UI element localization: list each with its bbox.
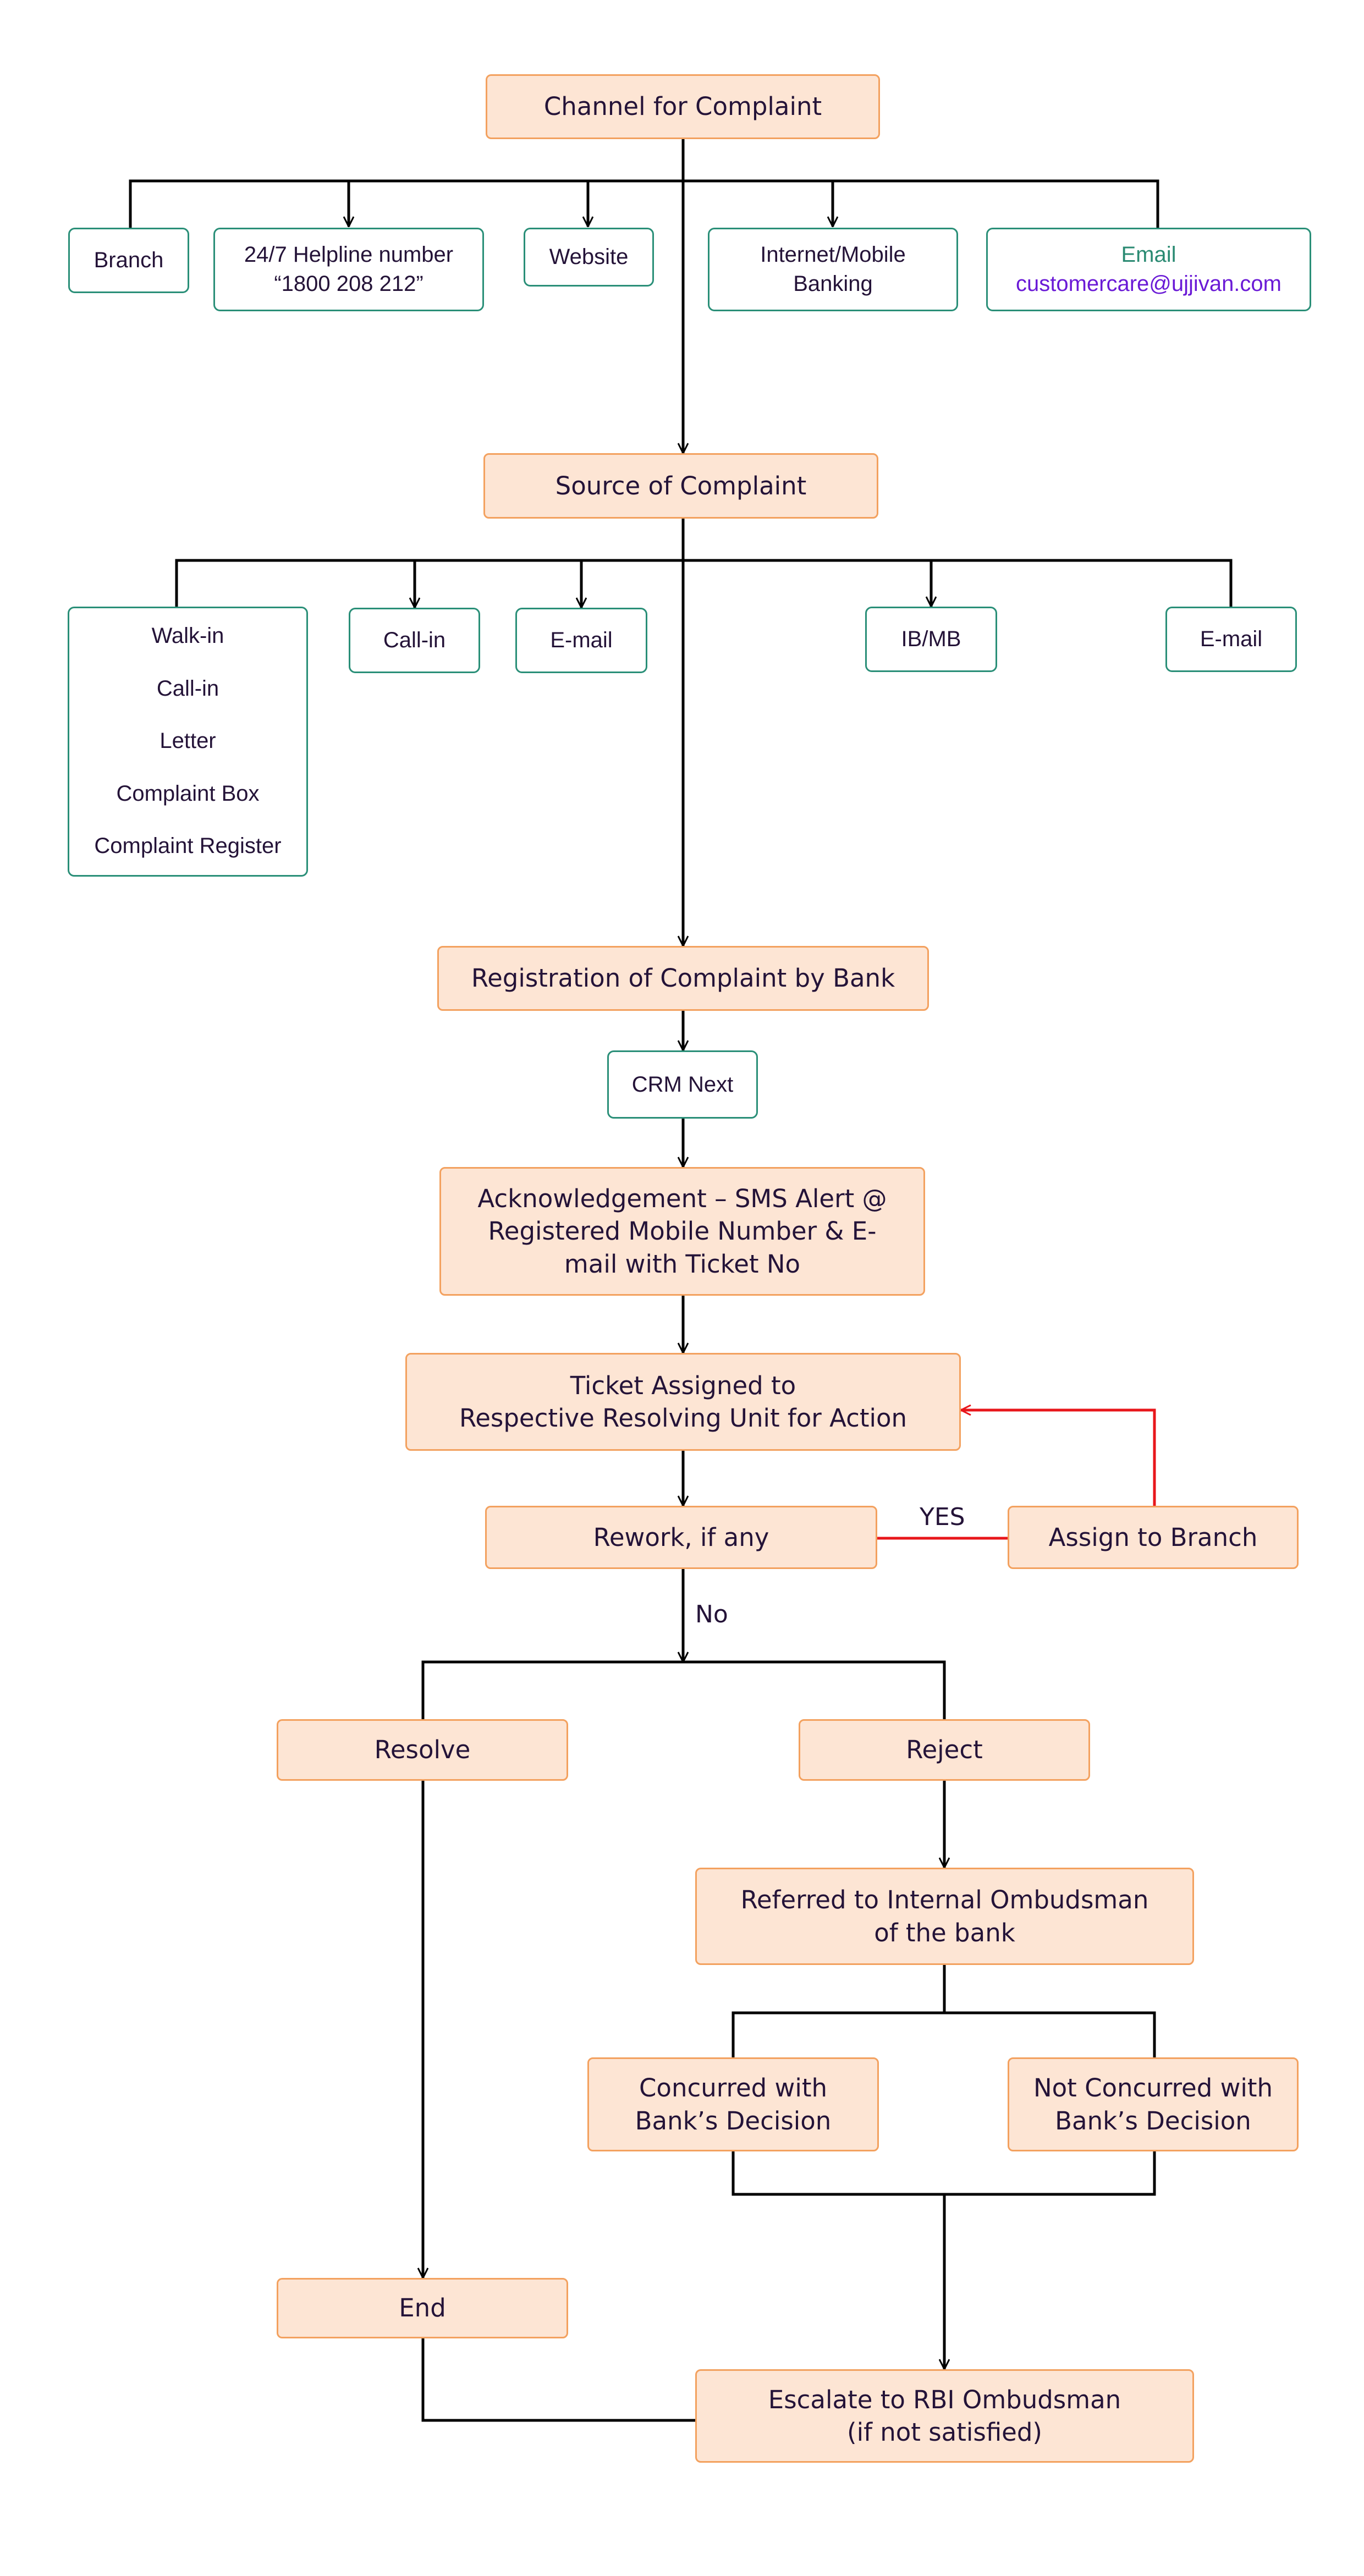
acknowledgement-line-1: Acknowledgement – SMS Alert @: [477, 1184, 887, 1213]
assign-to-branch-box: Assign to Branch: [1008, 1506, 1299, 1569]
end-label: End: [399, 2293, 446, 2323]
email-source-box-1: E-mail: [515, 608, 647, 673]
source-title: Source of Complaint: [555, 471, 807, 500]
rework-label: Rework, if any: [593, 1522, 769, 1552]
reject-box: Reject: [799, 1719, 1090, 1781]
ombudsman-line-2: of the bank: [874, 1918, 1015, 1947]
callin-label: Call-in: [383, 628, 446, 653]
source-item-callin: Call-in: [156, 676, 219, 701]
email-source-label-1: E-mail: [550, 628, 613, 653]
arrow-branch-to-ticket: [961, 1410, 1156, 1506]
email-channel-label: Email: [1121, 243, 1176, 267]
netbanking-line-1: Internet/Mobile: [760, 243, 906, 267]
source-bus: [175, 559, 1233, 607]
netbanking-line-2: Banking: [793, 272, 873, 296]
helpline-box: 24/7 Helpline number “1800 208 212”: [213, 228, 484, 311]
callin-box: Call-in: [349, 608, 480, 673]
helpline-line-1: 24/7 Helpline number: [244, 243, 454, 267]
channel-title: Channel for Complaint: [543, 92, 822, 122]
channel-bus: [129, 179, 1159, 228]
end-to-escalate-line: [421, 2338, 695, 2422]
yes-label: YES: [920, 1503, 965, 1531]
escalate-line-2: (if not satisfied): [847, 2418, 1042, 2447]
email-source-box-2: E-mail: [1165, 607, 1297, 672]
resolve-label: Resolve: [374, 1735, 471, 1765]
concurred-line-2: Bank’s Decision: [635, 2106, 832, 2135]
email-source-label-2: E-mail: [1200, 627, 1263, 652]
ticket-assigned-box: Ticket Assigned to Respective Resolving …: [405, 1353, 961, 1451]
ibmb-label: IB/MB: [901, 627, 961, 652]
branch-box: Branch: [68, 228, 189, 293]
ombudsman-join: [732, 2151, 1156, 2196]
email-address: customercare@ujjivan.com: [1016, 272, 1282, 296]
resolve-box: Resolve: [277, 1719, 568, 1781]
ibmb-box: IB/MB: [865, 607, 997, 672]
channel-for-complaint-box: Channel for Complaint: [486, 74, 880, 139]
source-item-complaint-box: Complaint Box: [116, 781, 260, 806]
source-item-walkin: Walk-in: [151, 624, 224, 648]
netbanking-box: Internet/Mobile Banking: [708, 228, 958, 311]
end-box: End: [277, 2278, 568, 2338]
assign-branch-label: Assign to Branch: [1048, 1522, 1258, 1552]
source-item-complaint-register: Complaint Register: [94, 834, 282, 858]
crm-next-box: CRM Next: [607, 1050, 758, 1119]
ticket-line-1: Ticket Assigned to: [570, 1370, 796, 1400]
rework-box: Rework, if any: [485, 1506, 877, 1569]
escalate-line-1: Escalate to RBI Ombudsman: [768, 2385, 1121, 2414]
not-concurred-box: Not Concurred with Bank’s Decision: [1008, 2057, 1299, 2151]
concurred-line-1: Concurred with: [639, 2073, 827, 2103]
ombudsman-split: [732, 1965, 1156, 2057]
acknowledgement-box: Acknowledgement – SMS Alert @ Registered…: [439, 1167, 925, 1296]
registration-label: Registration of Complaint by Bank: [471, 964, 895, 993]
source-item-letter: Letter: [160, 729, 216, 753]
acknowledgement-line-2: Registered Mobile Number & E-: [488, 1217, 877, 1246]
escalate-rbi-box: Escalate to RBI Ombudsman (if not satisf…: [695, 2369, 1194, 2463]
not-concurred-line-1: Not Concurred with: [1033, 2073, 1273, 2103]
email-channel-box: Email customercare@ujjivan.com: [986, 228, 1311, 311]
acknowledgement-line-3: mail with Ticket No: [564, 1249, 801, 1279]
internal-ombudsman-box: Referred to Internal Ombudsman of the ba…: [695, 1868, 1194, 1965]
crm-label: CRM Next: [631, 1072, 734, 1097]
branch-label: Branch: [94, 248, 164, 273]
reject-label: Reject: [906, 1735, 983, 1765]
helpline-number: “1800 208 212”: [274, 272, 424, 296]
ticket-line-2: Respective Resolving Unit for Action: [459, 1403, 908, 1433]
website-box: Website: [524, 228, 654, 287]
concurred-box: Concurred with Bank’s Decision: [587, 2057, 879, 2151]
registration-box: Registration of Complaint by Bank: [437, 946, 929, 1011]
ombudsman-line-1: Referred to Internal Ombudsman: [740, 1885, 1149, 1915]
resolve-reject-bus: [421, 1660, 946, 1719]
source-of-complaint-box: Source of Complaint: [483, 453, 878, 519]
website-label: Website: [549, 245, 629, 269]
not-concurred-line-2: Bank’s Decision: [1055, 2106, 1251, 2135]
no-label: No: [695, 1600, 728, 1628]
walkin-sources-box: Walk-in Call-in Letter Complaint Box Com…: [68, 607, 308, 877]
